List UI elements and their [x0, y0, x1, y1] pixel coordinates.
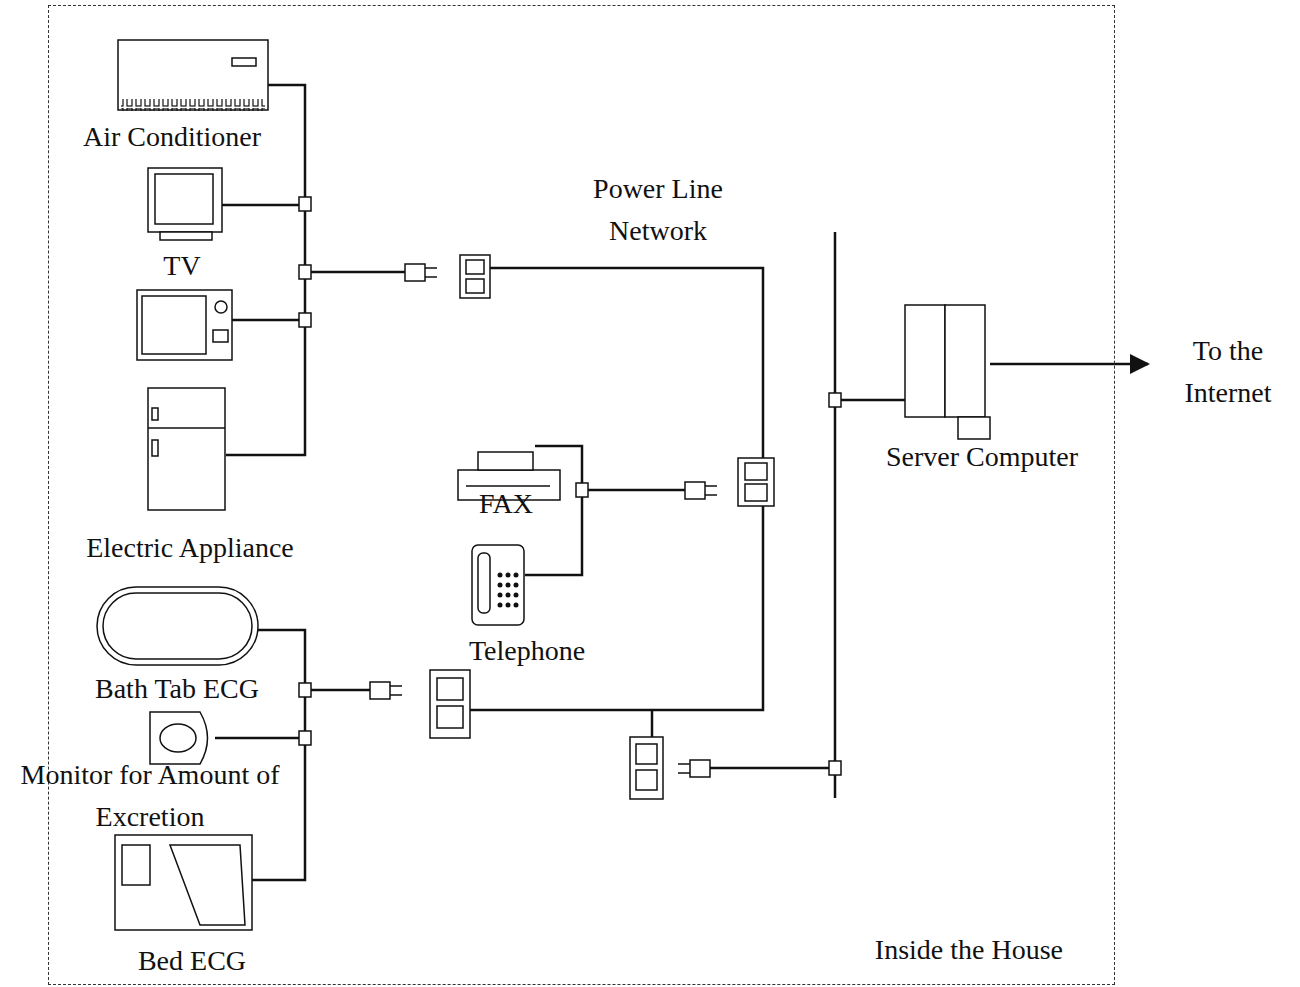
device-label: Monitor for Amount of Excretion — [5, 754, 295, 838]
device-label: Air Conditioner — [83, 116, 261, 158]
power-wires — [215, 85, 1148, 880]
device-label: Power Line Network — [573, 168, 743, 252]
device-label: Telephone — [469, 630, 585, 672]
device-label: Bed ECG — [138, 940, 246, 982]
device-label: Server Computer — [886, 436, 1078, 478]
device-label: Bath Tab ECG — [95, 668, 259, 710]
plugs-and-outlets — [370, 255, 774, 799]
junctions — [299, 197, 841, 775]
device-label: FAX — [479, 483, 533, 525]
device-label: To the Internet — [1168, 330, 1288, 414]
region-label: Inside the House — [872, 934, 1066, 966]
device-label: TV — [163, 245, 200, 287]
device-icons — [97, 40, 990, 930]
device-label: Electric Appliance — [86, 527, 294, 569]
